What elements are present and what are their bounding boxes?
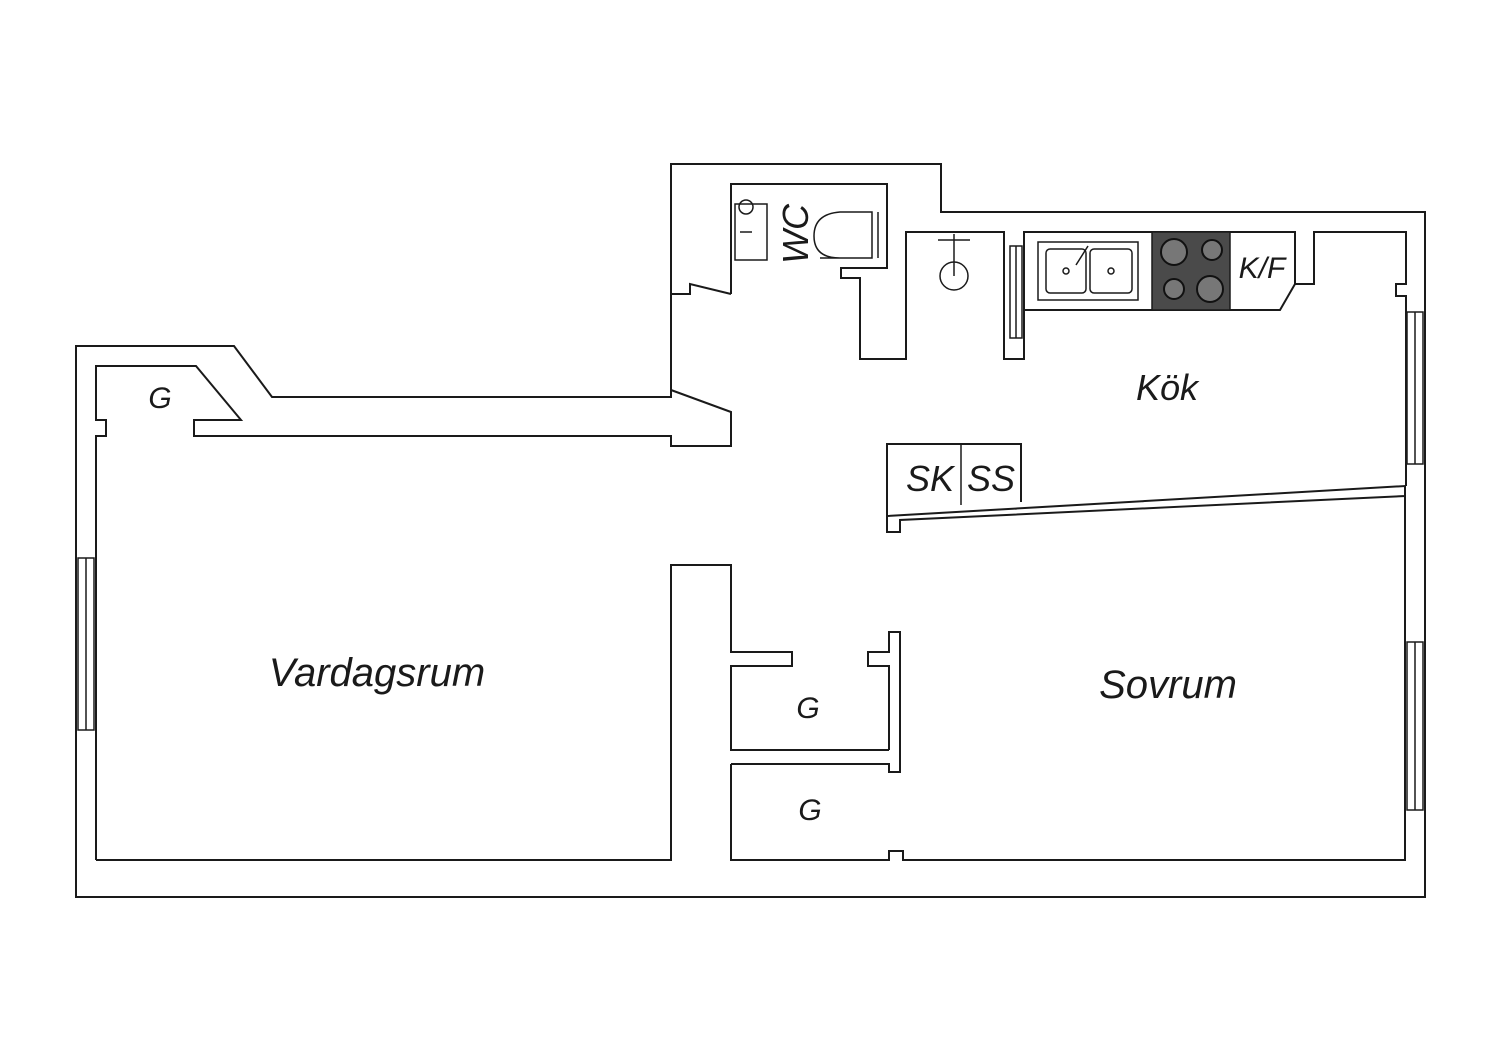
closet-label-middle: G: [796, 692, 819, 725]
kitchen-walls: [671, 183, 1407, 486]
closet-label-lower: G: [798, 794, 821, 827]
shower-drain-icon: [939, 261, 969, 291]
toilet-icon: [813, 211, 873, 259]
living-room-walls: [95, 365, 889, 861]
room-label-kitchen: Kök: [1136, 367, 1200, 408]
room-label-bedroom: Sovrum: [1099, 663, 1237, 707]
room-label-wc: WC: [775, 203, 816, 264]
stove: [1151, 231, 1231, 311]
room-label-living: Vardagsrum: [269, 651, 485, 695]
sink-icon: [1037, 241, 1139, 301]
wc-fixtures: [734, 199, 879, 261]
fridge-freezer-label: K/F: [1239, 252, 1287, 285]
shower-fixture: [938, 234, 970, 291]
kitchen-sink: [1037, 241, 1139, 301]
wardrobe-sk-label: SK: [906, 458, 956, 499]
washbasin-icon: [734, 203, 768, 261]
bedroom-walls: [730, 443, 1406, 861]
windows: [77, 245, 1424, 811]
closet-label-top-left: G: [148, 382, 171, 415]
wardrobe-ss-label: SS: [967, 458, 1015, 499]
outer-walls: [75, 163, 1426, 898]
